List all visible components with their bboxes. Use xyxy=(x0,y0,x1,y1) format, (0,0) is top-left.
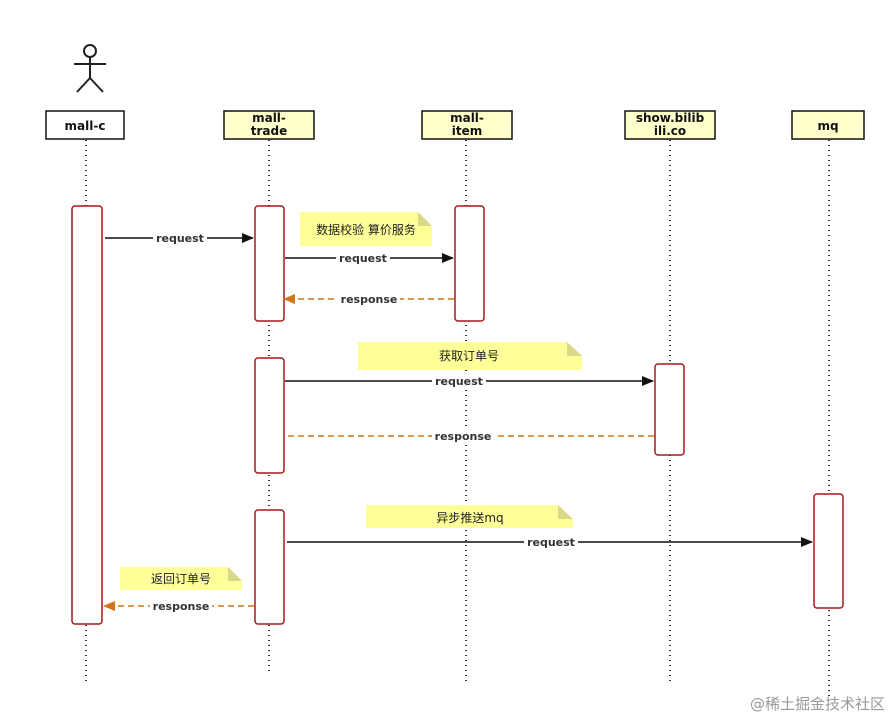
participant-mq: mq xyxy=(791,110,865,140)
message-label: request xyxy=(435,375,483,388)
message-trade-to-bili-request: request xyxy=(285,374,654,388)
message-item-to-trade-response: response xyxy=(283,292,454,306)
participant-mall-item: mall- item xyxy=(421,110,513,140)
participant-label: mall-c xyxy=(65,119,106,133)
message-label: response xyxy=(435,430,492,443)
note-text: 异步推送mq xyxy=(436,510,503,525)
watermark-text: @稀土掘金技术社区 xyxy=(750,695,885,713)
participant-label-line1: mall- xyxy=(252,111,286,125)
note-return-order-no: 返回订单号 xyxy=(120,567,242,590)
message-trade-to-mq-request: request xyxy=(287,535,813,549)
activation-mq xyxy=(813,493,844,609)
note-get-order-no: 获取订单号 xyxy=(358,342,582,370)
message-label: request xyxy=(156,232,204,245)
participant-mall-trade: mall- trade xyxy=(223,110,315,140)
note-async-push: 异步推送mq xyxy=(366,505,573,528)
participant-box xyxy=(223,110,315,140)
activation-mall-item xyxy=(454,205,485,322)
note-text: 数据校验 算价服务 xyxy=(316,222,416,237)
note-text: 获取订单号 xyxy=(439,349,499,363)
note-validate: 数据校验 算价服务 xyxy=(300,212,432,246)
participant-show-bilibili: show.bilib ili.co xyxy=(624,110,716,140)
message-label: request xyxy=(339,252,387,265)
participant-label-line2: item xyxy=(452,124,483,138)
activation-mall-trade-3 xyxy=(254,509,285,625)
participant-label-line1: mall- xyxy=(450,111,484,125)
activations xyxy=(71,205,844,625)
actor-icon xyxy=(74,44,106,93)
message-bili-to-trade-response: response xyxy=(285,429,654,443)
participant-box xyxy=(421,110,513,140)
participant-box xyxy=(45,110,125,140)
message-label: response xyxy=(153,600,210,613)
participant-box xyxy=(791,110,865,140)
activation-mall-trade-1 xyxy=(254,205,285,322)
message-c-to-trade-request: request xyxy=(105,231,254,245)
message-label: response xyxy=(341,293,398,306)
participant-label-line1: show.bilib xyxy=(636,111,705,125)
activation-show-bilibili xyxy=(654,363,685,456)
message-trade-to-c-response: response xyxy=(103,599,254,613)
message-trade-to-item-request: request xyxy=(285,251,454,265)
message-label: request xyxy=(527,536,575,549)
activation-mall-trade-2 xyxy=(254,357,285,474)
participant-label-line2: trade xyxy=(251,124,287,138)
participant-label-line2: ili.co xyxy=(654,124,686,138)
participant-box xyxy=(624,110,716,140)
participant-label: mq xyxy=(817,119,838,133)
note-text: 返回订单号 xyxy=(151,572,211,586)
activation-mall-c xyxy=(71,205,103,625)
participant-mall-c: mall-c xyxy=(45,110,125,140)
